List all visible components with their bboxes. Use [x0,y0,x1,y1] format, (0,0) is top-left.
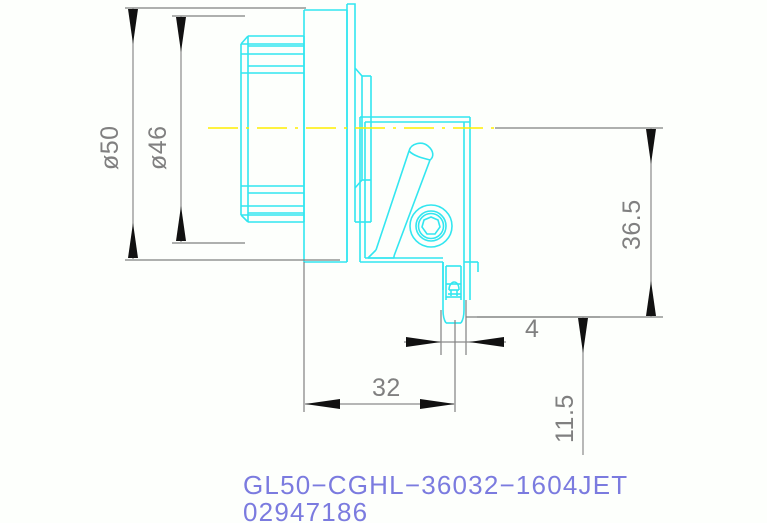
neck-transition [346,3,372,262]
dim-label-36-5: 36.5 [618,199,646,250]
arrow-h115-top [578,318,588,353]
dim-label-32: 32 [372,374,401,402]
title-block: GL50−CGHL−36032−1604JET 02947186 [243,470,628,523]
arrow-w4-left [406,337,441,347]
drawing-number-text: 02947186 [243,497,368,523]
side-tab [469,261,479,300]
dim-label-4: 4 [525,315,539,343]
part-geometry [240,3,479,324]
housing-block [359,116,471,290]
arrow-w32-right [420,399,455,409]
arrow-w4-right [469,337,504,347]
arrow-dia46-top [176,17,186,52]
lever-arm [367,142,434,259]
arrow-dia50-top [128,9,138,44]
flange-block [303,9,348,263]
arrow-dia46-bottom [176,206,186,241]
arrow-h365-top [646,129,656,164]
connector-stem [442,262,465,324]
dim-label-11-5: 11.5 [551,394,579,443]
arrow-h365-bottom [646,281,656,316]
arrow-w32-left [305,399,340,409]
arrow-dia50-bottom [128,223,138,258]
part-number-text: GL50−CGHL−36032−1604JET [243,470,628,500]
dimension-arrowheads [128,9,656,409]
dimension-labels: ø50 ø46 36.5 11.5 4 32 [96,125,646,443]
hex-socket-screw [409,204,453,248]
dim-label-dia46: ø46 [144,125,172,170]
dim-label-dia50: ø50 [96,125,124,170]
knurled-cylinder-body [240,35,304,223]
